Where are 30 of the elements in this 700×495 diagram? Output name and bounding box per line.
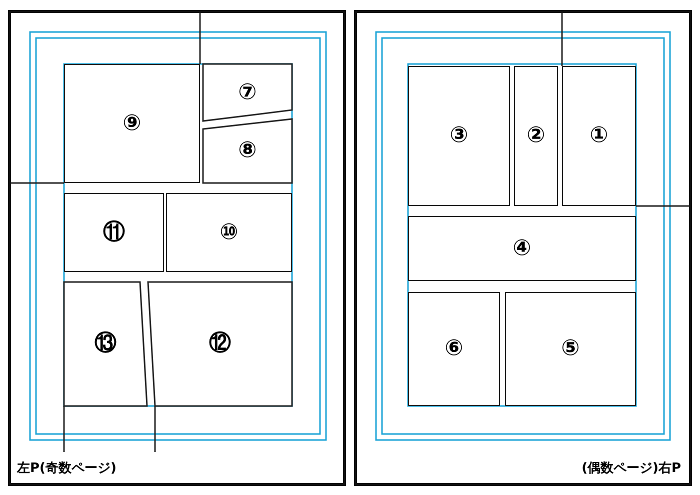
- comic-panel: [408, 292, 500, 406]
- panel-number: ⑨: [122, 112, 142, 134]
- panel-number: ⑤: [561, 338, 580, 360]
- page-caption: (偶数ページ)右P: [582, 460, 681, 477]
- panel-number: ①: [590, 125, 608, 147]
- comic-panel: [166, 193, 292, 272]
- page-caption: 左P(奇数ページ): [17, 460, 116, 477]
- comic-panel: [505, 292, 636, 406]
- panel-number: ④: [512, 238, 532, 260]
- panel-number: ②: [526, 125, 546, 147]
- panel-number: ⑩: [220, 222, 238, 244]
- panel-number: ③: [450, 125, 468, 147]
- panel-number: ⑥: [444, 338, 464, 360]
- comic-panel: [408, 216, 636, 281]
- comic-panel: [408, 66, 510, 206]
- comic-panel: [562, 66, 636, 206]
- comic-panel: [64, 193, 164, 272]
- comic-panel: [203, 64, 292, 121]
- panel-number: ⑫: [209, 333, 231, 355]
- page-frame: [354, 10, 692, 486]
- comic-panel: [148, 282, 292, 406]
- panel-number: ⑬: [94, 333, 116, 355]
- panel-number: ⑪: [103, 222, 125, 244]
- panel-number: ⑧: [238, 140, 257, 162]
- page-frame: [8, 10, 346, 486]
- comic-panel: [64, 282, 147, 406]
- panel-number: ⑦: [238, 82, 257, 104]
- comic-panel: [64, 64, 200, 183]
- comic-panel: [203, 119, 292, 183]
- comic-panel: [514, 66, 558, 206]
